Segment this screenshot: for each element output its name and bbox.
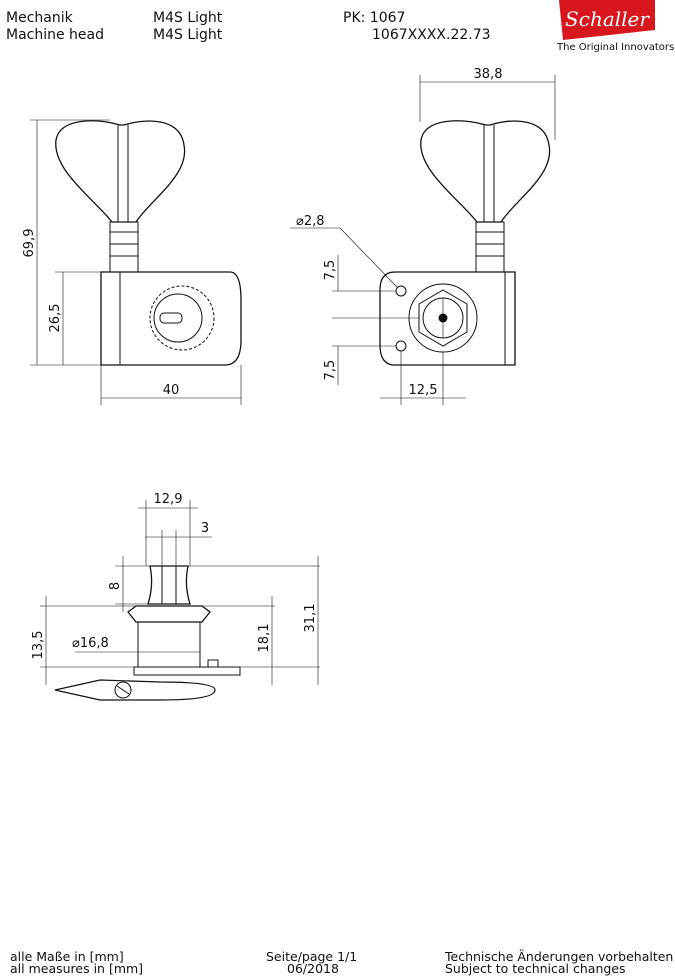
dim-hole-diameter: ⌀2,8 <box>296 214 325 229</box>
page-number: Seite/page 1/1 <box>266 949 358 964</box>
dim-slot-width: 3 <box>201 521 209 536</box>
schaller-logo: Schaller <box>559 0 655 40</box>
side-view: 38,8 ⌀2,8 7,5 7,5 12,5 <box>290 67 556 405</box>
model-de: M4S Light <box>153 10 223 26</box>
date: 06/2018 <box>287 961 339 976</box>
dim-post-height: 18,1 <box>257 624 272 653</box>
dim-front-height: 69,9 <box>22 229 37 258</box>
dim-hole-offset-bottom: 7,5 <box>323 360 338 381</box>
dim-bushing-height: 13,5 <box>31 631 46 660</box>
dim-post-width: 12,9 <box>154 492 183 507</box>
dim-hole-offset-top: 7,5 <box>323 260 338 281</box>
units-en: all measures in [mm] <box>10 961 144 976</box>
dim-total-height: 31,1 <box>303 604 318 633</box>
dim-hole-to-center: 12,5 <box>409 383 438 398</box>
part-number: 1067XXXX.22.73 <box>372 27 491 43</box>
dim-front-body-height: 26,5 <box>48 304 63 333</box>
disclaimer-de: Technische Änderungen vorbehalten <box>445 949 674 964</box>
label-de: Mechanik <box>6 10 73 26</box>
dim-side-width: 38,8 <box>474 67 503 82</box>
svg-text:Schaller: Schaller <box>565 7 650 31</box>
front-view: 69,9 26,5 40 <box>22 119 242 405</box>
pk-number: PK: 1067 <box>343 10 406 26</box>
units-de: alle Maße in [mm] <box>10 949 124 964</box>
label-en: Machine head <box>6 27 105 43</box>
dim-bushing-diameter: ⌀16,8 <box>72 636 109 651</box>
model-en: M4S Light <box>153 27 223 43</box>
post-view: 12,9 3 8 13,5 ⌀16,8 18,1 31,1 <box>31 492 320 701</box>
dim-post-head-height: 8 <box>108 582 123 590</box>
dim-front-width: 40 <box>163 383 180 398</box>
logo-tagline: The Original Innovators <box>557 42 675 53</box>
disclaimer-en: Subject to technical changes <box>445 961 626 976</box>
